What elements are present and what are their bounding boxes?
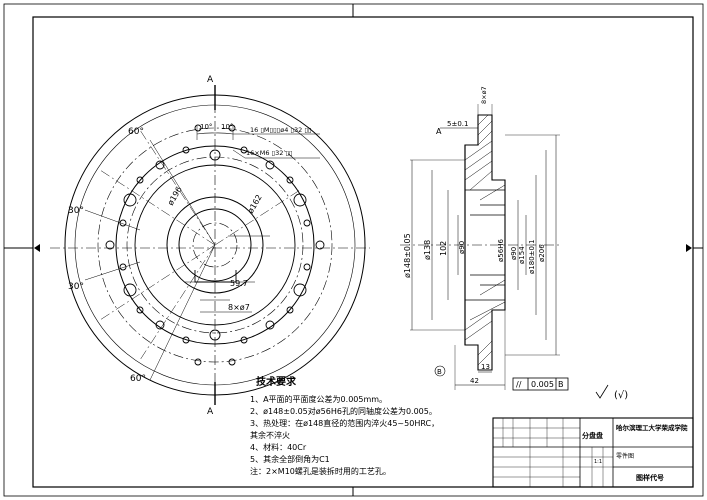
material-cell: 零件图: [616, 452, 634, 460]
d56-label: ø56H6: [497, 239, 505, 262]
tech-req-title: 技术要求: [256, 375, 297, 388]
datum-label: B: [558, 380, 564, 389]
chamfer-label: 5±0.1: [447, 120, 468, 128]
tech-req-item-2: 2、ø148±0.05对ø56H6孔的同轴度公差为0.005。: [250, 406, 437, 416]
tech-req-item-3: 3、热处理：在ø148直径的范围内淬火45~50HRC，: [250, 418, 439, 428]
tech-req-item-6: 5、其余全部倒角为C1: [250, 454, 330, 464]
inner-frame: [32, 16, 694, 488]
part-name: 分盘盘: [582, 431, 603, 440]
section-mark-bottom: A: [207, 407, 214, 417]
flatness-mark: A: [436, 127, 442, 136]
tech-req-item-5: 4、材料：40Cr: [250, 442, 307, 452]
d206-label: ø206: [538, 244, 546, 262]
roughness-symbol: (√): [614, 390, 628, 401]
tolerance-symbol: //: [516, 380, 522, 389]
callout-3: 8×ø7: [228, 303, 250, 312]
section-view: [400, 104, 569, 391]
dia-162-label: ø162: [246, 193, 264, 215]
d138-label: ø138: [423, 240, 432, 260]
tech-req-item-7: 注：2×M10螺孔是装拆时用的工艺孔。: [250, 466, 391, 476]
angle-10a-label: 10°: [200, 123, 212, 131]
angle-10b-label: 10°: [221, 123, 233, 131]
d102-label: 102: [439, 241, 448, 256]
d154-label: ø154: [518, 246, 526, 264]
w42-label: 42: [470, 377, 479, 385]
tech-req-item-1: 1、A平面的平面度公差为0.005mm。: [250, 394, 387, 404]
angle-mid-upper-label: 30°: [68, 206, 84, 216]
b-mark: B: [437, 368, 442, 376]
angle-top-label: 60°: [128, 127, 144, 137]
dim-59-7-label: 59.7: [230, 279, 248, 288]
drawing-number: 图样代号: [636, 473, 664, 482]
bolt-holes: [105, 124, 325, 366]
d148-label: ø148±0.05: [403, 233, 412, 278]
angle-mid-lower-label: 30°: [68, 282, 84, 292]
d180-label: ø180±0.1: [528, 239, 536, 274]
hole-label: 8×ø7: [480, 86, 488, 104]
angle-bottom-label: 60°: [130, 374, 146, 384]
tech-req-item-4: 其余不淬火: [250, 430, 290, 440]
tolerance-value: 0.005: [531, 380, 554, 389]
section-mark-top: A: [207, 75, 214, 85]
d90b-label: ø90: [510, 247, 518, 260]
title-block: [492, 417, 694, 488]
callout-2: 16×M6 ▯32 ▯▯: [246, 149, 293, 157]
front-view: [50, 85, 370, 405]
school-name: 哈尔滨理工大学荣成学院: [616, 423, 688, 432]
section-hatching: [464, 114, 506, 366]
scale-cell: 1:1: [594, 459, 602, 465]
w13-label: 13: [481, 363, 490, 371]
d90a-label: ø90: [458, 241, 466, 254]
dia-196-label: ø196: [166, 185, 184, 207]
callout-1: 16 ▯M▯▯▯ø4 ▯32 ▯▯: [250, 126, 312, 134]
